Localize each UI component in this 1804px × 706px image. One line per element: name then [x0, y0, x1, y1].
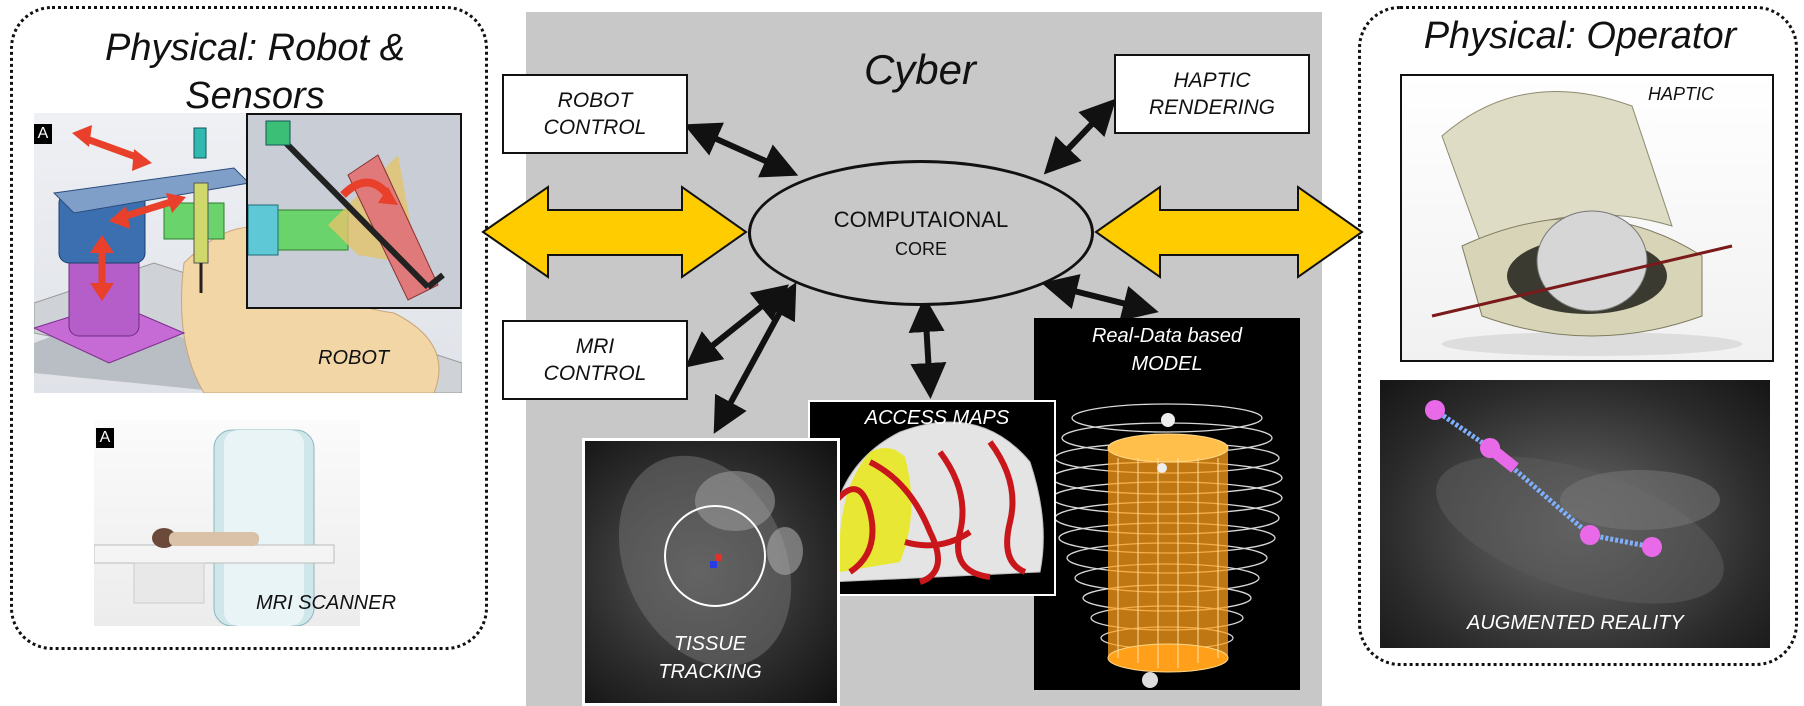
arrow-robot-control — [683, 122, 799, 178]
haptic-device-illustration — [1431, 91, 1742, 356]
computational-core: COMPUTAIONAL CORE — [748, 160, 1094, 306]
core-label-line1: COMPUTAIONAL — [833, 206, 1009, 232]
augmented-reality-image — [1380, 380, 1770, 648]
robot-sensors-panel — [10, 6, 488, 650]
robot-inset-image — [246, 113, 462, 309]
tissue-tracking-illustration — [618, 455, 803, 667]
mri-scanner-label: MRI SCANNER — [256, 592, 397, 614]
haptic-rendering-box: HAPTIC RENDERING — [1114, 54, 1310, 134]
robot-control-box: ROBOT CONTROL — [502, 74, 688, 154]
arrow-tissue-tracking — [713, 282, 797, 434]
mri-scanner-illustration — [94, 429, 335, 626]
haptic-label: HAPTIC — [1648, 84, 1715, 104]
mri-scanner-image — [94, 420, 360, 626]
augmented-reality-label: AUGMENTED REALITY — [1467, 612, 1684, 634]
haptic-image — [1400, 74, 1774, 362]
access-maps-label: ACCESS MAPS — [864, 407, 1010, 429]
tissue-tracking-image — [582, 438, 840, 706]
access-maps-image — [808, 400, 1056, 596]
arrow-haptic-rendering — [1043, 98, 1117, 175]
cyber-title: Cyber — [863, 46, 977, 93]
robot-illustration — [34, 125, 462, 393]
arrow-mri-control — [684, 284, 790, 368]
operator-title: Physical: Operator — [1423, 15, 1737, 57]
real-data-model-image — [1034, 318, 1300, 690]
robot-label: ROBOT — [318, 347, 390, 369]
robot-inset-illustration — [248, 120, 445, 301]
mri-control-box: MRI CONTROL — [502, 320, 688, 400]
access-maps-illustration — [828, 421, 1044, 585]
model-title: Real-Data based MODEL — [1091, 325, 1243, 375]
real-data-model-illustration — [1051, 403, 1283, 688]
arrow-access-maps — [908, 296, 947, 399]
arrow-model — [1041, 274, 1159, 321]
core-label-line2: CORE — [894, 238, 947, 259]
right-yellow-arrow — [1094, 185, 1364, 279]
robot-badge: A — [34, 124, 52, 144]
left-yellow-arrow — [481, 185, 748, 279]
augmented-reality-overlay — [1425, 400, 1724, 604]
mri-badge: A — [96, 428, 114, 448]
tissue-tracking-label: TISSUE TRACKING — [658, 633, 762, 683]
robot-sensors-title: Physical: Robot & Sensors — [105, 27, 405, 117]
operator-panel — [1358, 6, 1798, 666]
